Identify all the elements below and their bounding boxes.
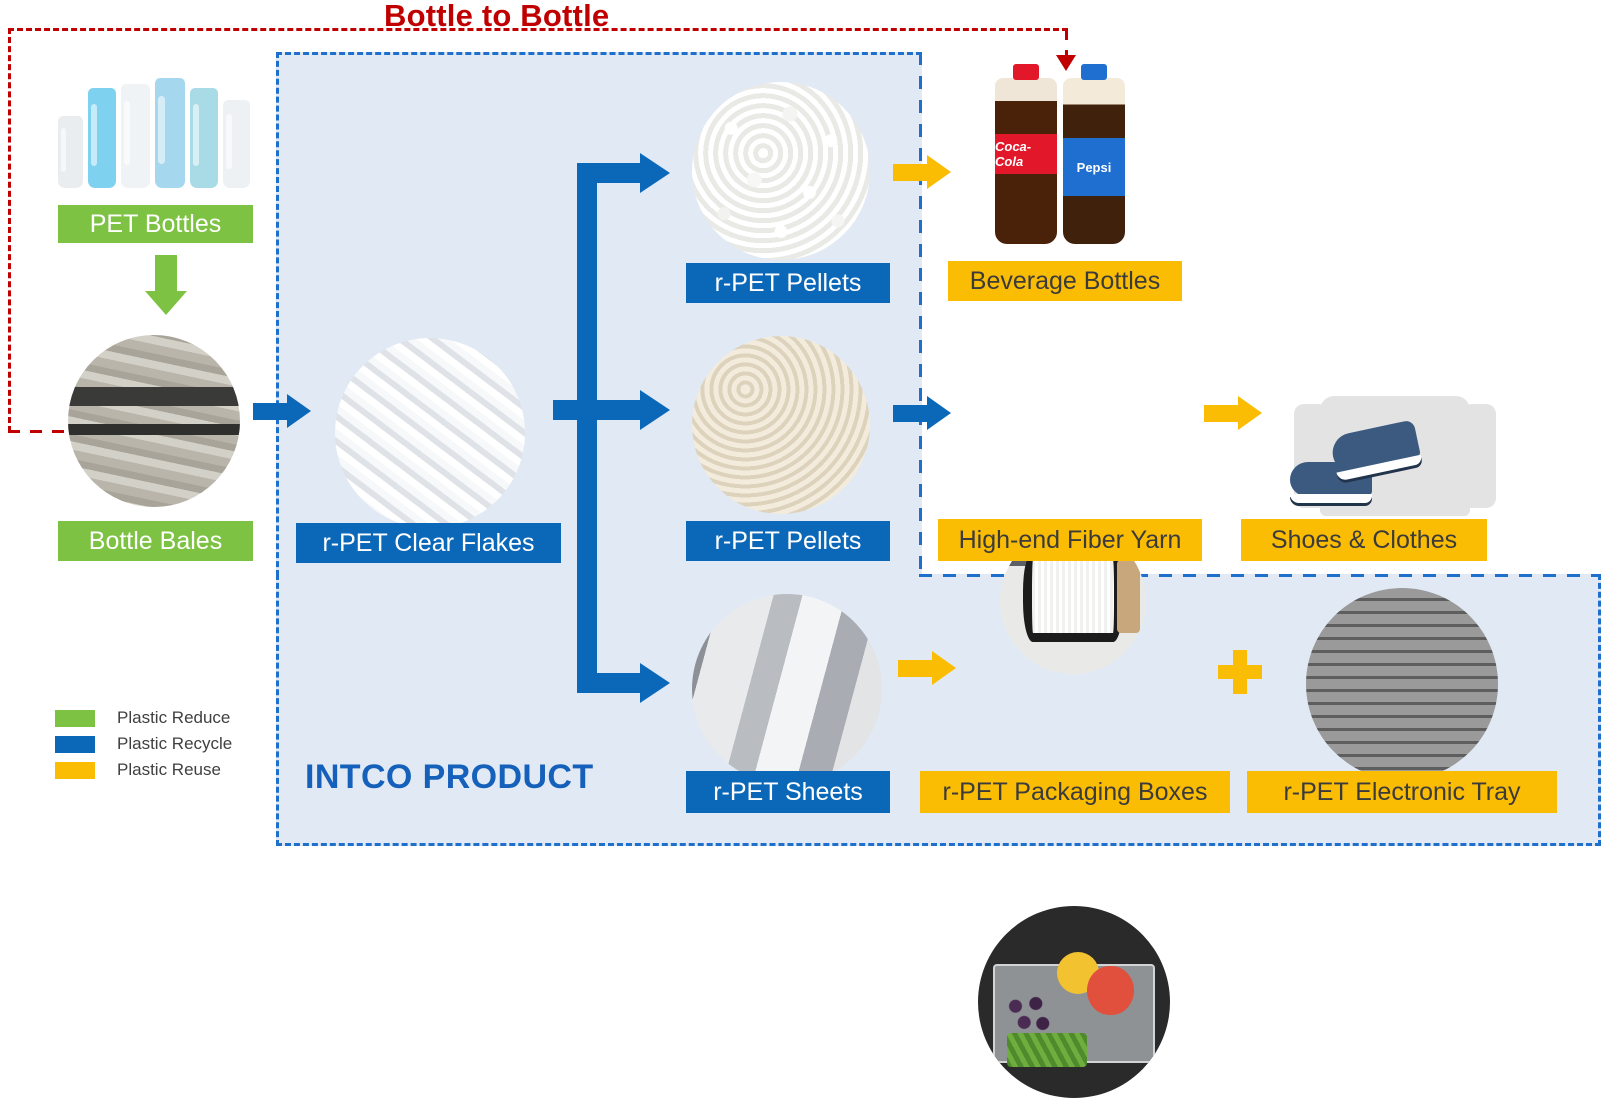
legend-swatch-reduce	[55, 709, 95, 727]
branch-arm-bottom	[577, 673, 643, 693]
legend-label-reuse: Plastic Reuse	[117, 760, 221, 779]
shoes-clothes-label: Shoes & Clothes	[1241, 519, 1487, 561]
beverage-bottles-image: Coca-Cola Pepsi	[995, 64, 1125, 244]
branch-arm-top	[577, 163, 643, 183]
diagram-canvas: Bottle to Bottle INTCO PRODUCT PET Bottl…	[0, 0, 1613, 855]
electronic-tray-label: r-PET Electronic Tray	[1247, 771, 1557, 813]
zone-lower-top-edge	[919, 574, 1601, 577]
arrow-pellets-to-beverage	[893, 155, 951, 189]
legend: Plastic Reduce Plastic Recycle Plastic R…	[55, 705, 232, 783]
branch-arrowhead-top-icon	[640, 153, 670, 193]
r-pet-sheets-image	[692, 594, 882, 784]
legend-label-recycle: Plastic Recycle	[117, 734, 233, 753]
r-pet-pellets-middle-image	[692, 336, 870, 514]
r-pet-pellets-top-label: r-PET Pellets	[686, 263, 890, 303]
branch-arrowhead-bottom-icon	[640, 663, 670, 703]
arrow-sheets-to-packaging	[898, 651, 956, 685]
pet-bottles-label: PET Bottles	[58, 205, 253, 243]
legend-swatch-recycle	[55, 735, 95, 753]
legend-item-reduce: Plastic Reduce	[55, 705, 232, 731]
zone-upper-right-edge	[919, 52, 922, 576]
fiber-yarn-label: High-end Fiber Yarn	[938, 519, 1202, 561]
arrow-pet-bottles-to-bales	[145, 255, 187, 315]
bottle-to-bottle-loop-drop	[1065, 28, 1068, 62]
legend-item-reuse: Plastic Reuse	[55, 757, 232, 783]
r-pet-sheets-label: r-PET Sheets	[686, 771, 890, 813]
branch-trunk	[577, 163, 597, 693]
legend-swatch-reuse	[55, 761, 95, 779]
intco-product-label: INTCO PRODUCT	[305, 758, 594, 796]
arrow-pellets-to-fiber-yarn	[893, 396, 951, 430]
diagram-title: Bottle to Bottle	[384, 0, 610, 33]
packaging-boxes-label: r-PET Packaging Boxes	[920, 771, 1230, 813]
legend-label-reduce: Plastic Reduce	[117, 708, 231, 727]
branch-arm-middle	[553, 400, 643, 420]
shoes-clothes-image	[1270, 390, 1496, 525]
r-pet-clear-flakes-image	[335, 338, 525, 528]
bottle-bales-image	[68, 335, 240, 507]
pet-bottles-image	[58, 78, 250, 188]
beverage-bottles-label: Beverage Bottles	[948, 261, 1182, 301]
bottle-to-bottle-arrowhead-icon	[1056, 55, 1076, 71]
packaging-boxes-image	[978, 906, 1170, 1098]
r-pet-pellets-middle-label: r-PET Pellets	[686, 521, 890, 561]
r-pet-clear-flakes-label: r-PET Clear Flakes	[296, 523, 561, 563]
arrow-bales-to-flakes	[253, 394, 311, 428]
plus-symbol-icon	[1218, 650, 1262, 694]
branch-arrowhead-middle-icon	[640, 390, 670, 430]
r-pet-pellets-top-image	[692, 82, 870, 260]
electronic-tray-image	[1306, 588, 1498, 780]
bottle-to-bottle-loop-box	[8, 28, 1068, 432]
bottle-bales-label: Bottle Bales	[58, 521, 253, 561]
arrow-fiber-yarn-to-apparel	[1204, 396, 1262, 430]
legend-item-recycle: Plastic Recycle	[55, 731, 232, 757]
